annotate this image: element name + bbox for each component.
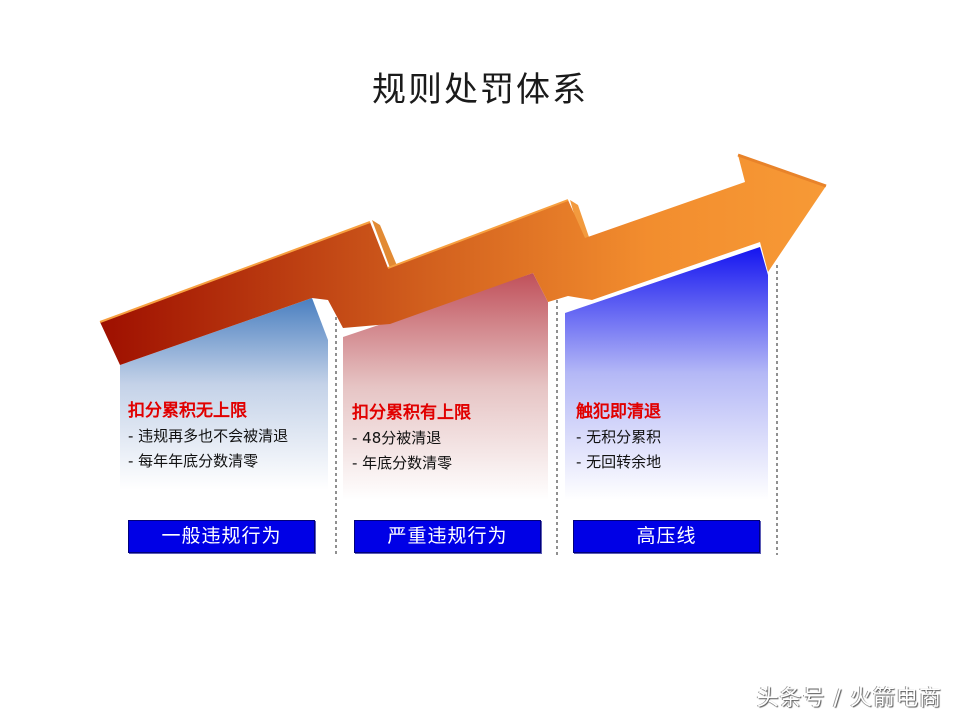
panel-heading: 扣分累积无上限 bbox=[128, 401, 247, 421]
watermark: 头条号 / 火箭电商 bbox=[756, 686, 942, 711]
arrow-depth-edge-2 bbox=[570, 200, 590, 242]
panel-heading: 扣分累积有上限 bbox=[352, 403, 471, 423]
label-general-violations: 一般违规行为 bbox=[128, 520, 315, 553]
arrow-highlight bbox=[99, 221, 371, 323]
panel-3-background bbox=[565, 247, 768, 500]
panel-general-violations: 扣分累积无上限 - 违规再多也不会被清退 - 每年年底分数清零 bbox=[128, 398, 288, 474]
panel-line: - 违规再多也不会被清退 bbox=[128, 427, 289, 445]
panel-line: - 年底分数清零 bbox=[352, 454, 453, 472]
panel-line: - 无积分累积 bbox=[576, 428, 662, 446]
panel-line: - 每年年底分数清零 bbox=[128, 452, 259, 470]
arrow-highlight-2 bbox=[387, 199, 569, 269]
panel-line: - 48分被清退 bbox=[352, 429, 442, 447]
panel-1-background bbox=[120, 298, 328, 490]
panel-serious-violations: 扣分累积有上限 - 48分被清退 - 年底分数清零 bbox=[352, 400, 471, 476]
panel-heading: 触犯即清退 bbox=[576, 402, 661, 422]
label-serious-violations: 严重违规行为 bbox=[354, 520, 541, 553]
panel-line: - 无回转余地 bbox=[576, 453, 662, 471]
arrow-depth-edge bbox=[372, 220, 398, 268]
panel-2-background bbox=[343, 273, 548, 500]
label-red-line: 高压线 bbox=[573, 520, 760, 553]
arrow-head-highlight bbox=[737, 153, 827, 188]
diagram-title: 规则处罚体系 bbox=[372, 70, 588, 110]
panel-red-line: 触犯即清退 - 无积分累积 - 无回转余地 bbox=[576, 399, 661, 475]
rising-arrow bbox=[100, 155, 826, 365]
